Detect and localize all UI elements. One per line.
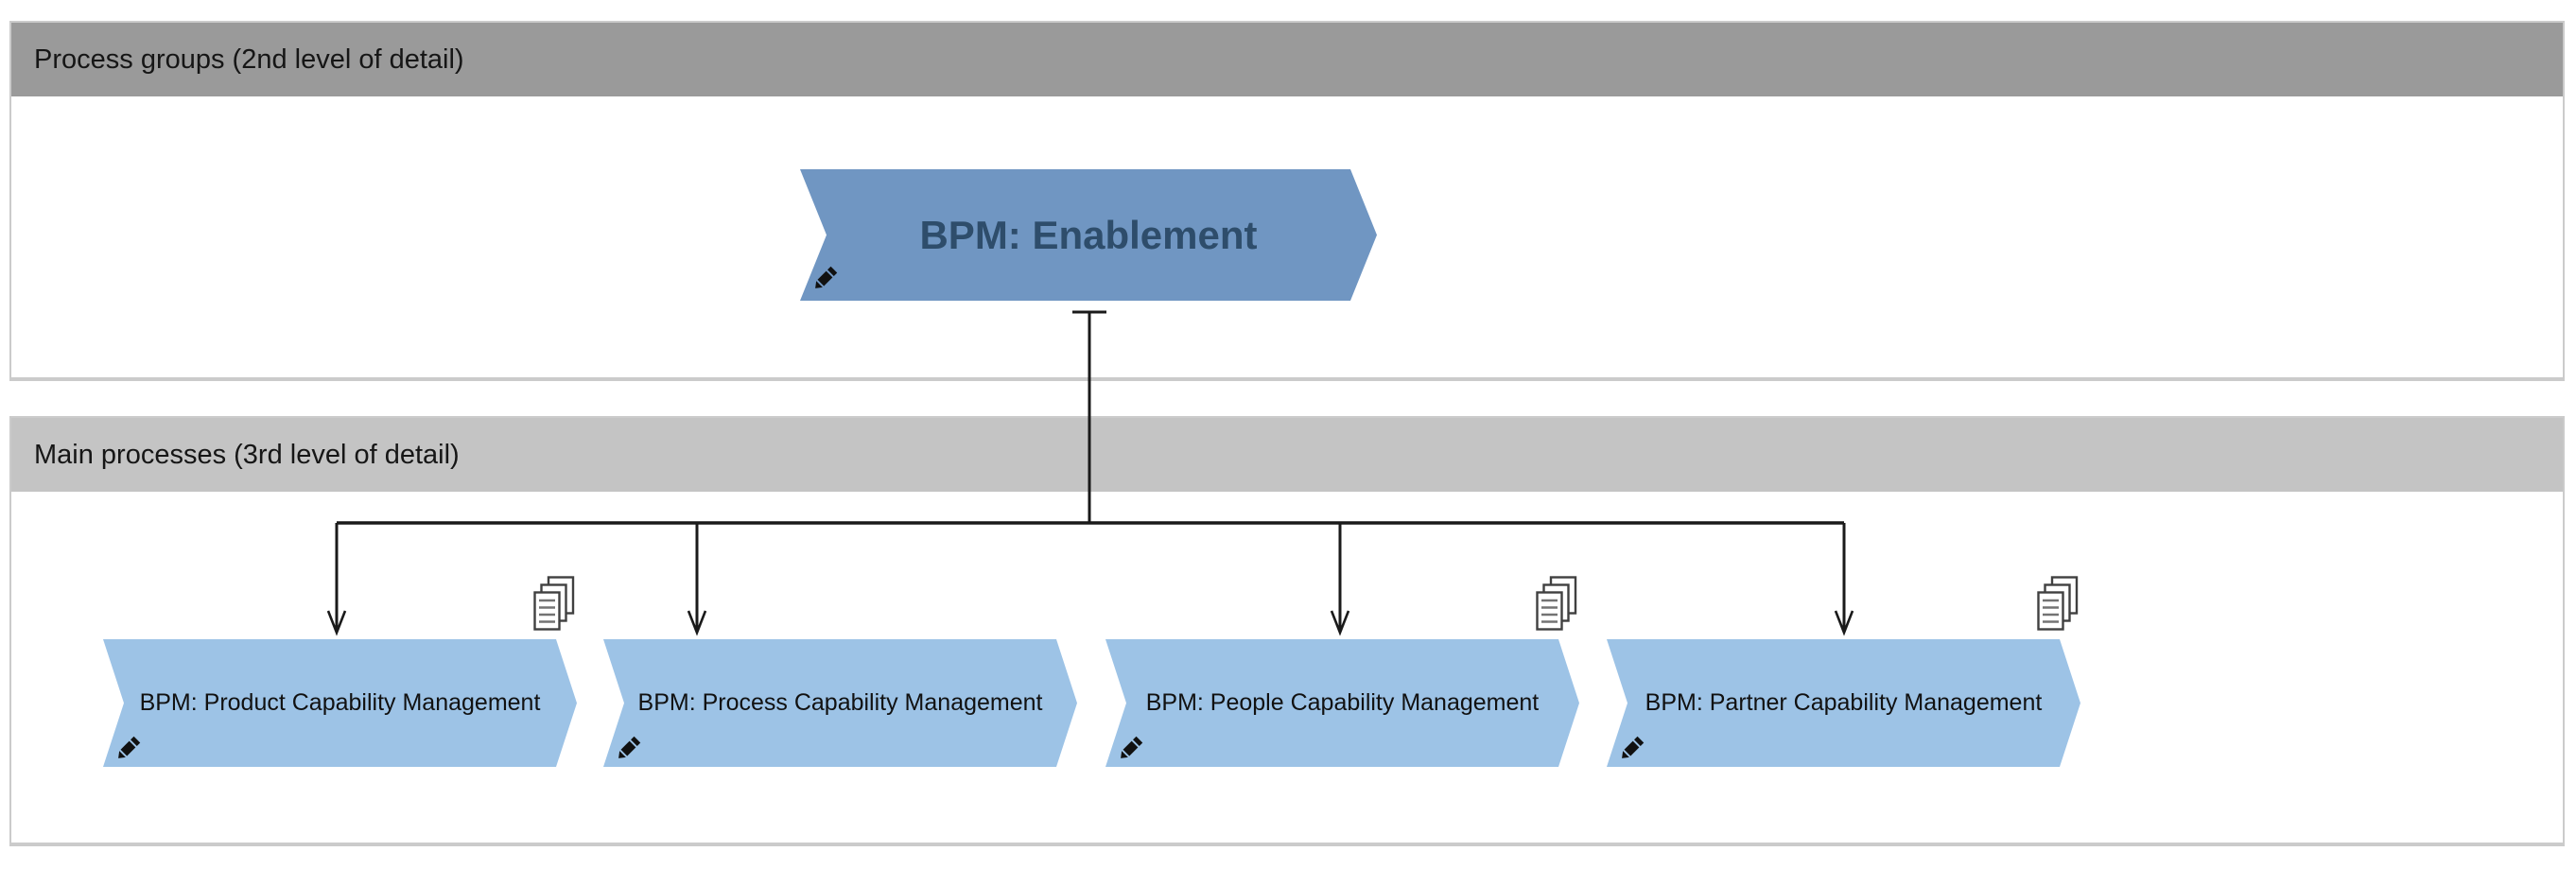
section-main-processes: Main processes (3rd level of detail) bbox=[9, 416, 2565, 846]
section-label: Process groups (2nd level of detail) bbox=[34, 43, 464, 75]
process-shape-process-capability-management[interactable]: BPM: Process Capability Management bbox=[603, 639, 1077, 767]
section-process-groups: Process groups (2nd level of detail) bbox=[9, 21, 2565, 381]
edit-pencil-icon[interactable] bbox=[1117, 736, 1143, 762]
chevron-shape bbox=[800, 169, 1377, 301]
linked-documents-icon[interactable] bbox=[2037, 576, 2079, 631]
section-header-process-groups: Process groups (2nd level of detail) bbox=[11, 23, 2563, 96]
process-shape-people-capability-management[interactable]: BPM: People Capability Management bbox=[1105, 639, 1579, 767]
process-shape-product-capability-management[interactable]: BPM: Product Capability Management bbox=[103, 639, 577, 767]
edit-pencil-icon[interactable] bbox=[615, 736, 641, 762]
process-shape-label: BPM: Enablement bbox=[919, 212, 1258, 257]
chevron-shape bbox=[1607, 639, 2080, 767]
section-label: Main processes (3rd level of detail) bbox=[34, 439, 460, 470]
process-shape-label: BPM: Process Capability Management bbox=[637, 689, 1043, 716]
edit-pencil-icon[interactable] bbox=[811, 266, 838, 292]
edit-pencil-icon[interactable] bbox=[1618, 736, 1645, 762]
process-shape-label: BPM: Partner Capability Management bbox=[1645, 689, 2043, 716]
linked-documents-icon[interactable] bbox=[533, 576, 575, 631]
edit-pencil-icon[interactable] bbox=[114, 736, 141, 762]
chevron-shape bbox=[1105, 639, 1579, 767]
process-shape-bpm-enablement[interactable]: BPM: Enablement bbox=[800, 169, 1377, 301]
process-shape-partner-capability-management[interactable]: BPM: Partner Capability Management bbox=[1607, 639, 2080, 767]
chevron-shape bbox=[603, 639, 1077, 767]
process-shape-label: BPM: People Capability Management bbox=[1145, 689, 1540, 716]
chevron-shape bbox=[103, 639, 577, 767]
process-shape-label: BPM: Product Capability Management bbox=[139, 689, 541, 716]
linked-documents-icon[interactable] bbox=[1536, 576, 1577, 631]
section-header-main-processes: Main processes (3rd level of detail) bbox=[11, 418, 2563, 492]
